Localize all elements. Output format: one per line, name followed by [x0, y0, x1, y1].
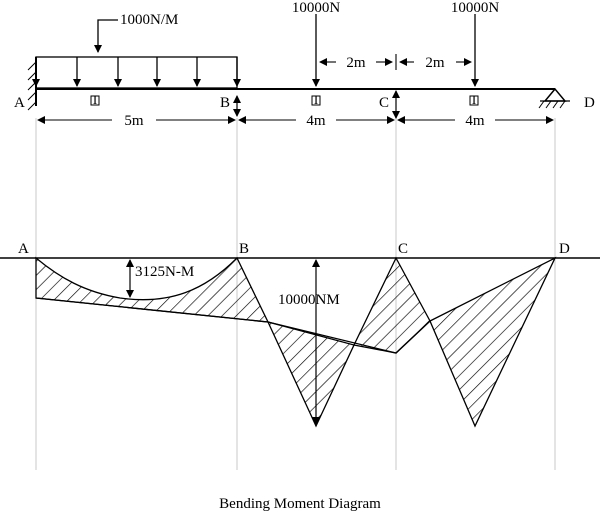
span-label-cd: 4m: [465, 113, 485, 129]
point-moment-label: 10000NM: [278, 292, 340, 308]
beam-label-a: A: [14, 95, 25, 111]
beam-label-d: D: [584, 95, 595, 111]
point-loads: [312, 14, 479, 87]
figure-caption: Bending Moment Diagram: [219, 496, 381, 512]
hinge-mark-1: [90, 95, 100, 106]
bmd-label-d: D: [559, 241, 570, 257]
bmd-label-b: B: [239, 241, 249, 257]
beam-label-c: C: [379, 95, 389, 111]
bmd-region-c: [353, 256, 431, 354]
udl-label: 1000N/M: [120, 12, 178, 28]
hinge-mark-2: [311, 95, 321, 106]
spacing-label-1: 2m: [346, 55, 366, 71]
hinge-mark-1-label: I: [93, 92, 97, 107]
point-load-2-label: 10000N: [451, 0, 500, 16]
pin-support-d: [538, 87, 570, 109]
bmd-region-b-mid: [266, 321, 355, 428]
hinge-marks: [90, 95, 479, 106]
spacing-label-2: 2m: [425, 55, 445, 71]
span-label-ab: 5m: [124, 113, 144, 129]
fixed-support-a: [27, 57, 37, 111]
beam-label-b: B: [220, 95, 230, 111]
bmd-region-cd: [429, 256, 557, 428]
bending-moment-diagram: [0, 256, 600, 428]
hinge-mark-3: [469, 95, 479, 106]
span-label-bc: 4m: [306, 113, 326, 129]
bmd-closing-line: [35, 297, 431, 354]
spacing-dimensions: [319, 54, 472, 70]
udl-box: [35, 56, 238, 89]
hinge-mark-3-label: I: [472, 92, 476, 107]
udl-moment-label: 3125N-M: [135, 264, 194, 280]
bmd-label-a: A: [18, 241, 29, 257]
bmd-label-c: C: [398, 241, 408, 257]
bmd-region-ab: [35, 256, 270, 323]
distributed-load: [32, 19, 241, 89]
hinge-mark-2-label: I: [314, 92, 318, 107]
point-load-1-label: 10000N: [292, 0, 341, 16]
